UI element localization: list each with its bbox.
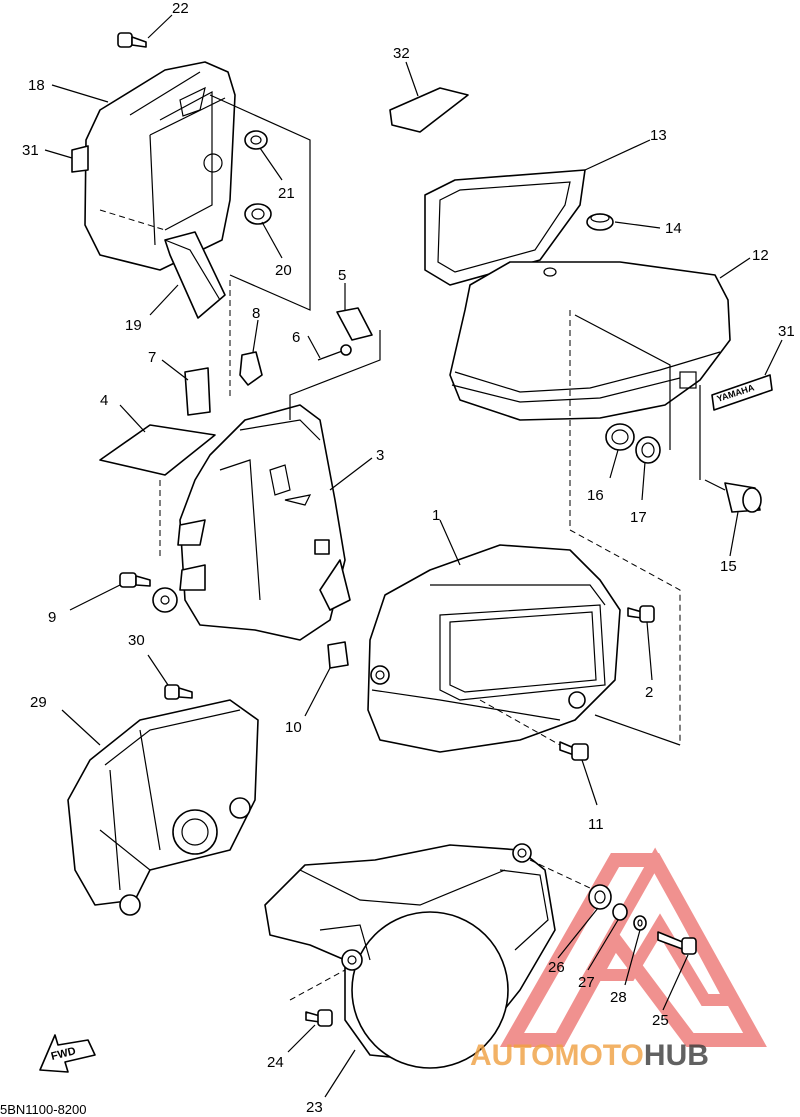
callout-14: 14	[665, 220, 682, 237]
part-4-pad	[99, 424, 216, 476]
callout-15: 15	[720, 558, 737, 575]
callout-28: 28	[610, 989, 627, 1006]
part-24-bolt	[305, 1009, 333, 1027]
callout-4: 4	[100, 392, 108, 409]
part-26-grommet	[588, 884, 612, 910]
part-31-yamaha-decal: YAMAHA	[711, 374, 773, 411]
watermark-text-part2: HUB	[644, 1039, 709, 1072]
part-2-bolt	[627, 605, 655, 623]
leader-lines	[44, 14, 783, 1098]
callout-31-right: 31	[778, 323, 795, 340]
part-3-bracket-assembly	[152, 404, 351, 641]
callout-6: 6	[292, 329, 300, 346]
diagram-code: 5BN1100-8200	[0, 1102, 87, 1117]
watermark-text-part1: AUTOMOTO	[470, 1039, 644, 1072]
callout-26: 26	[548, 959, 565, 976]
fwd-arrow: FWD	[39, 1034, 96, 1073]
watermark-text: AUTOMOTOHUB	[470, 1039, 709, 1072]
callout-20: 20	[275, 262, 292, 279]
part-22-screw	[117, 32, 147, 48]
callout-22: 22	[172, 0, 189, 17]
callout-25: 25	[652, 1012, 669, 1029]
callout-30: 30	[128, 632, 145, 649]
callout-9: 9	[48, 609, 56, 626]
part-20-grommet	[244, 203, 272, 225]
part-17-collar	[635, 436, 661, 464]
part-7-pad	[184, 367, 211, 416]
guide-dash-12	[569, 310, 681, 745]
guide-line-18	[209, 94, 311, 311]
part-27-collar	[612, 903, 628, 921]
callout-24: 24	[267, 1054, 284, 1071]
fwd-label: FWD	[50, 1045, 77, 1063]
guide-line-12	[574, 314, 671, 450]
part-18-side-cover	[84, 61, 236, 271]
watermark-logo	[499, 847, 767, 1047]
guide-dash-3	[159, 280, 231, 560]
callout-1: 1	[432, 507, 440, 524]
callout-21: 21	[278, 185, 295, 202]
callout-27: 27	[578, 974, 595, 991]
callout-3: 3	[376, 447, 384, 464]
guide-line-5	[289, 330, 381, 420]
callout-31-left: 31	[22, 142, 39, 159]
part-23-sprocket-cover	[264, 843, 556, 1069]
guide-dash-23	[289, 859, 606, 1001]
part-30-bolt	[164, 684, 193, 700]
callout-13: 13	[650, 127, 667, 144]
callout-numbers: 22 18 31 21 20 19 32 13 14 12 31 5 6 8 7…	[22, 0, 795, 1116]
part-8-clip	[239, 351, 263, 386]
callout-12: 12	[752, 247, 769, 264]
part-29-cover	[67, 699, 259, 916]
part-11-bolt	[559, 741, 589, 761]
part-10-clip	[327, 641, 349, 669]
part-28-washer	[633, 915, 647, 931]
callout-23: 23	[306, 1099, 323, 1116]
callout-8: 8	[252, 305, 260, 322]
part-1-air-cleaner-cover	[367, 544, 621, 753]
watermark-triangle-inner	[579, 847, 741, 1006]
callout-32: 32	[393, 45, 410, 62]
guide-line-1	[594, 714, 681, 746]
part-25-bolt	[657, 931, 697, 955]
callout-5: 5	[338, 267, 346, 284]
callout-16: 16	[587, 487, 604, 504]
part-13-panel	[424, 169, 586, 286]
part-12-tank-cover	[449, 261, 731, 421]
callout-7: 7	[148, 349, 156, 366]
callout-10: 10	[285, 719, 302, 736]
callout-19: 19	[125, 317, 142, 334]
callout-29: 29	[30, 694, 47, 711]
callout-11: 11	[588, 816, 604, 833]
callout-18: 18	[28, 77, 45, 94]
part-9-bolt	[119, 572, 151, 588]
callout-17: 17	[630, 509, 647, 526]
part-19-foam-block	[164, 231, 226, 319]
part-16-grommet	[605, 423, 635, 451]
part-32-plate	[389, 87, 469, 133]
part-15-lock	[704, 479, 762, 513]
part-14-grommet	[586, 213, 614, 231]
part-5-bracket	[336, 307, 373, 341]
part-21-grommet	[244, 130, 268, 150]
guide-dash-11	[479, 699, 561, 746]
part-6-pin	[317, 344, 352, 361]
callout-2: 2	[645, 684, 653, 701]
part-31-decal-left	[71, 145, 89, 173]
